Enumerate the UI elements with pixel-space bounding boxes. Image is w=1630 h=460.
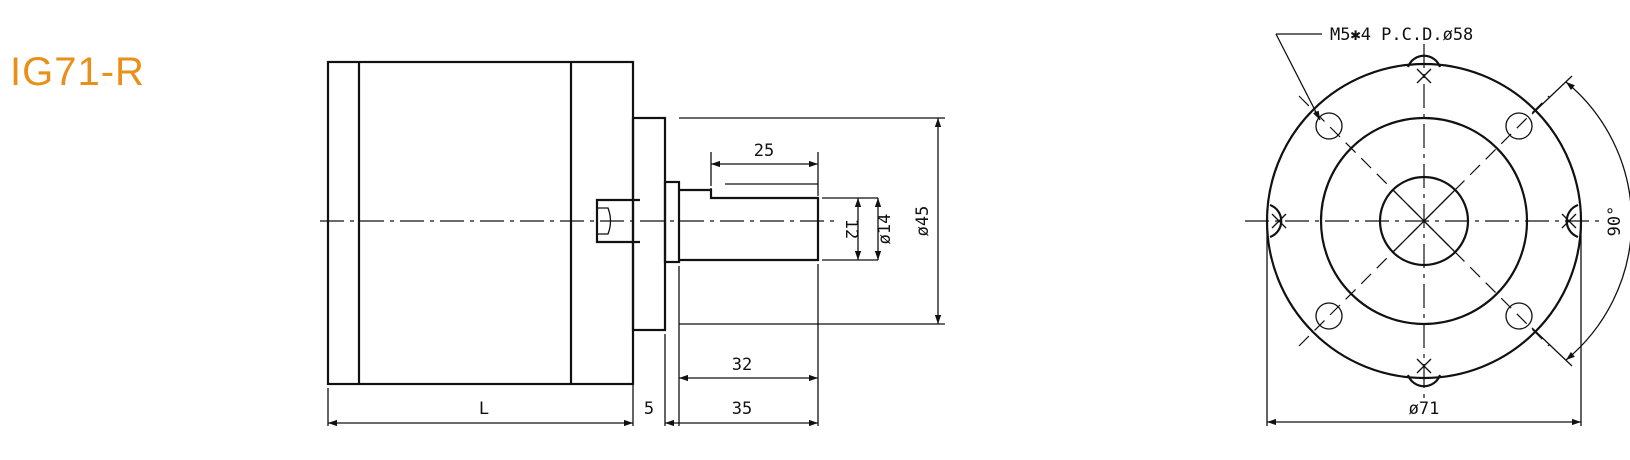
slot-left bbox=[1269, 203, 1283, 239]
slot-left-x2 bbox=[1271, 213, 1287, 229]
slot-top bbox=[1406, 54, 1442, 68]
mount-hole-tr bbox=[1505, 112, 1533, 140]
slot-bottom-x2 bbox=[1416, 358, 1432, 374]
angle-ext-bottom bbox=[1531, 327, 1573, 367]
dim-label-L: L bbox=[479, 399, 489, 419]
dim-label-25: 25 bbox=[754, 141, 774, 161]
output-shaft bbox=[679, 188, 820, 262]
mount-hole-bl bbox=[1315, 302, 1343, 330]
angle-arc bbox=[1565, 81, 1630, 361]
mount-hole-br bbox=[1505, 302, 1533, 330]
flange-plate bbox=[631, 116, 667, 332]
dim-label-35: 35 bbox=[732, 399, 752, 419]
model-title: IG71-R bbox=[10, 50, 145, 94]
angle-label: 90° bbox=[1605, 206, 1625, 237]
pilot-boss bbox=[663, 180, 681, 264]
dim-label-12: 12 bbox=[841, 219, 861, 239]
motor-body bbox=[326, 60, 635, 386]
dim-label-45: ø45 bbox=[913, 206, 933, 237]
angle-ext-top bbox=[1531, 75, 1573, 115]
dim-label-32: 32 bbox=[732, 355, 752, 375]
slot-bottom bbox=[1406, 374, 1442, 388]
mount-hole-tl bbox=[1315, 112, 1343, 140]
callout-leader-arrow bbox=[1275, 33, 1321, 121]
dim-label-5: 5 bbox=[644, 399, 654, 419]
dim-label-71: ø71 bbox=[1409, 399, 1440, 419]
slot-top-x2 bbox=[1416, 68, 1432, 84]
side-view: 25 12 ø14 ø45 32 L 35 5 bbox=[320, 60, 945, 427]
dim-label-14: ø14 bbox=[875, 214, 895, 245]
front-view: M5✱4 P.C.D.ø58 90° ø71 bbox=[1245, 25, 1630, 426]
front-centerline-diag-b bbox=[1298, 95, 1550, 347]
rear-boss bbox=[595, 198, 640, 244]
hole-callout-label: M5✱4 P.C.D.ø58 bbox=[1330, 25, 1473, 45]
